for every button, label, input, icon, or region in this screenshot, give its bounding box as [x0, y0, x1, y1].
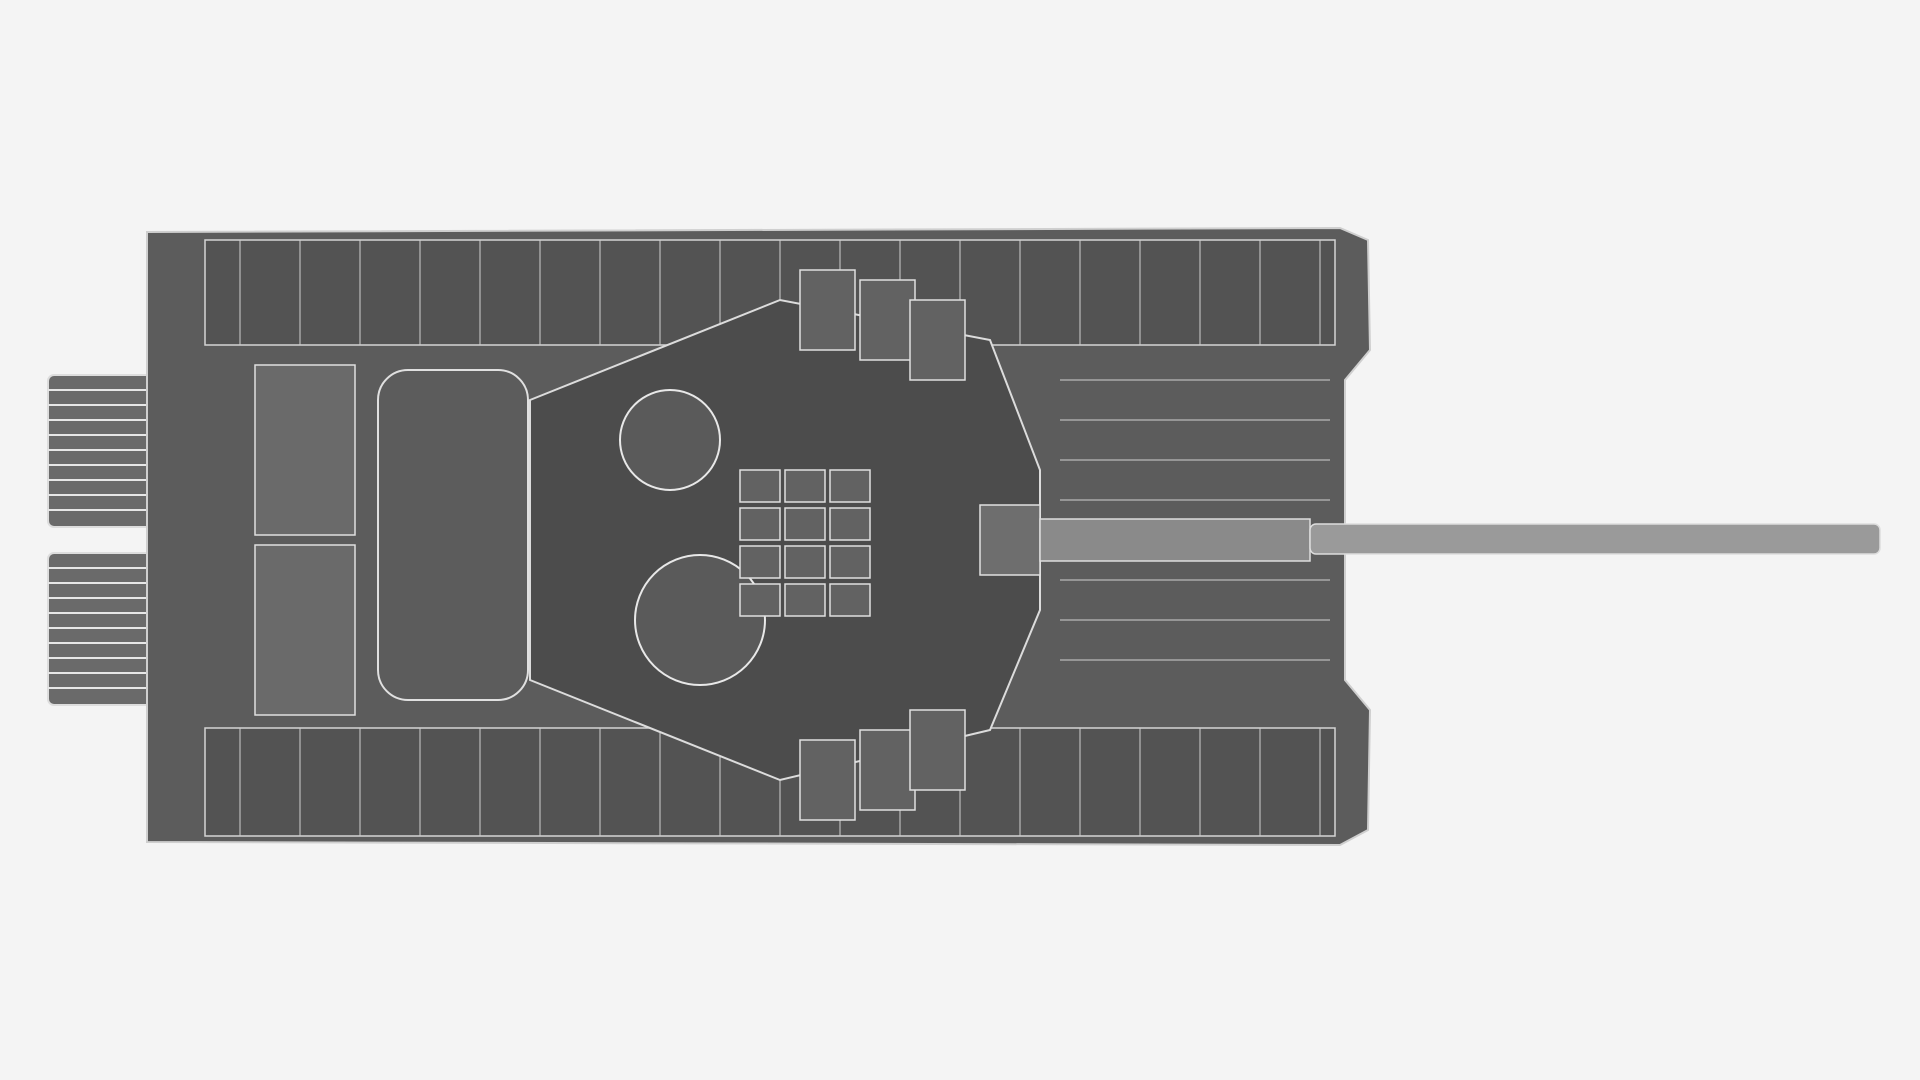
gunner-hatch [634, 554, 766, 686]
era-block [739, 545, 781, 579]
era-block [829, 583, 871, 617]
era-block [739, 469, 781, 503]
era-block [909, 299, 966, 381]
era-block [784, 507, 826, 541]
gun-mantlet [979, 504, 1041, 576]
gun-barrel [1039, 518, 1311, 562]
turret [529, 269, 1041, 821]
era-block [829, 469, 871, 503]
engine-grille-2 [254, 544, 356, 716]
engine-deck [377, 369, 529, 701]
era-block [859, 279, 916, 361]
era-block [784, 583, 826, 617]
era-block [799, 739, 856, 821]
gun-barrel-tube [1309, 523, 1881, 555]
era-block [784, 469, 826, 503]
era-block [739, 583, 781, 617]
era-block [739, 507, 781, 541]
engine-grille-1 [254, 364, 356, 536]
era-block [859, 729, 916, 811]
era-block [909, 709, 966, 791]
era-block [829, 507, 871, 541]
era-block [799, 269, 856, 351]
commander-cupola [619, 389, 721, 491]
era-block [829, 545, 871, 579]
rear-fuel-drums [47, 374, 154, 706]
main-gun [979, 504, 1881, 576]
era-block [784, 545, 826, 579]
